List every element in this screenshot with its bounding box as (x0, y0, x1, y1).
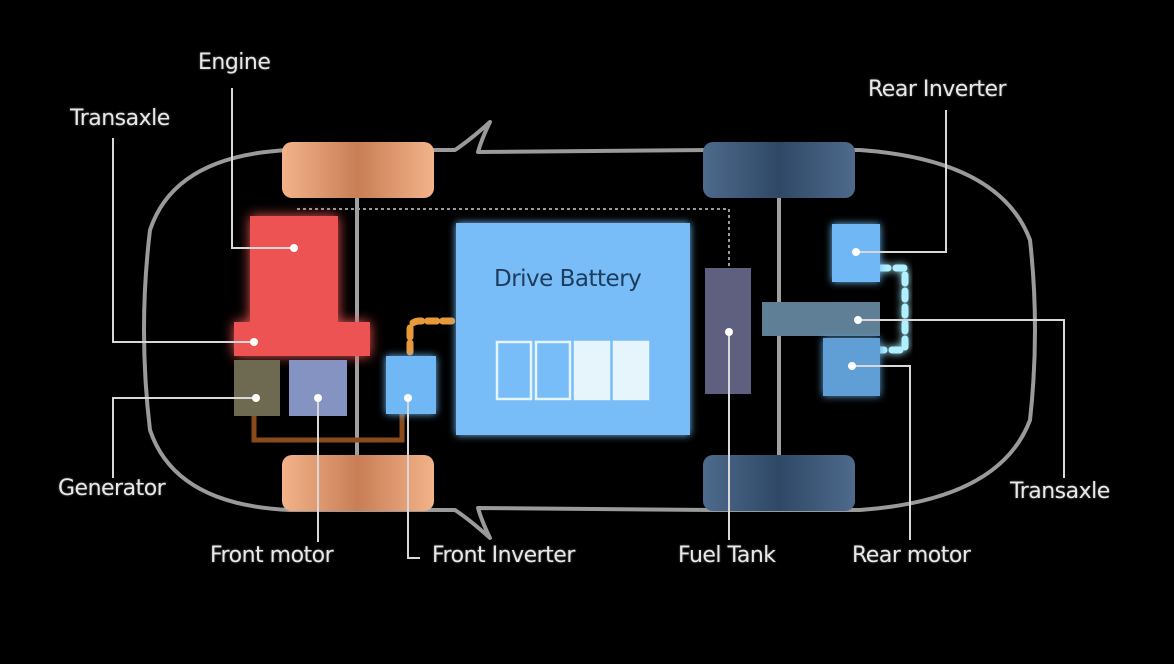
label-engine: Engine (198, 50, 271, 75)
electric-flow-rear-loop (876, 264, 909, 354)
leader-front-inverter (407, 398, 420, 559)
label-rear-motor: Rear motor (852, 543, 971, 568)
label-generator: Generator (58, 476, 166, 501)
leader-transaxle-rear (858, 319, 1065, 478)
dot-generator (252, 394, 260, 402)
leader-rear-motor (852, 365, 911, 540)
battery-cell (534, 340, 572, 401)
label-transaxle-rear: Transaxle (1010, 479, 1110, 504)
dot-engine (290, 244, 298, 252)
leader-lines (112, 88, 1065, 559)
front-right-wheel (282, 455, 434, 511)
label-front-motor: Front motor (210, 543, 334, 568)
battery-cells (495, 340, 650, 401)
label-transaxle-front: Transaxle (70, 106, 170, 131)
dot-rear-motor (848, 362, 856, 370)
orange-link-lower (251, 412, 405, 443)
dot-rear-inverter (852, 248, 860, 256)
fuel-flow-dashed (406, 317, 459, 356)
drive-battery-label: Drive Battery (494, 266, 642, 292)
dot-front-inverter (404, 394, 412, 402)
front-inverter-block (386, 356, 436, 414)
car-body-outline (142, 120, 1037, 540)
engine-group (234, 216, 370, 356)
battery-cell (495, 340, 533, 401)
battery-cell (612, 340, 650, 401)
drive-battery-block (456, 223, 690, 435)
battery-cell (573, 340, 611, 401)
leader-dots (250, 244, 862, 402)
dot-transaxle-front (250, 338, 258, 346)
label-front-inverter: Front Inverter (432, 543, 575, 568)
front-transaxle-block (234, 322, 370, 356)
fuel-line-dotted (297, 208, 730, 268)
rear-right-wheel (703, 455, 855, 511)
dot-front-motor (314, 394, 322, 402)
leader-generator (112, 397, 256, 478)
leader-engine (231, 88, 294, 249)
front-left-wheel (282, 142, 434, 198)
leader-rear-inverter (856, 110, 947, 253)
label-fuel-tank: Fuel Tank (678, 543, 776, 568)
leader-transaxle-front (112, 138, 254, 343)
dot-fuel-tank (725, 328, 733, 336)
engine-block (250, 216, 338, 326)
dot-transaxle-rear (854, 316, 862, 324)
label-rear-inverter: Rear Inverter (868, 77, 1007, 102)
rear-left-wheel (703, 142, 855, 198)
generator-block (234, 360, 280, 416)
